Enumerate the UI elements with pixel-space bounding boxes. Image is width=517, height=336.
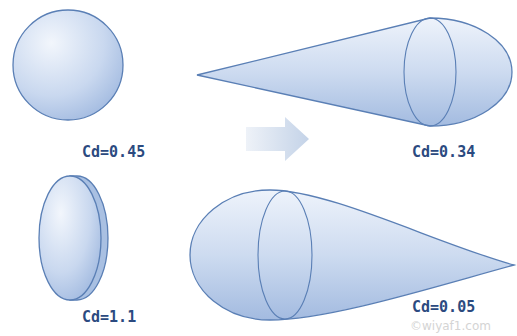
drag-coefficient: Cd=0.34 — [412, 143, 475, 161]
drag-coefficient: Cd=0.45 — [82, 143, 145, 161]
teardrop-rim — [258, 191, 312, 319]
transition-arrow — [246, 117, 309, 161]
disc-shape — [39, 176, 101, 300]
cone-body-shape — [197, 18, 512, 126]
drag-coefficient: Cd=0.05 — [412, 298, 475, 316]
drag-coefficient: Cd=1.1 — [82, 308, 136, 326]
teardrop-shape — [190, 190, 514, 320]
watermark: ©wiyaf1.com — [410, 319, 491, 333]
cone-rim — [404, 18, 456, 126]
sphere-shape — [13, 10, 123, 120]
